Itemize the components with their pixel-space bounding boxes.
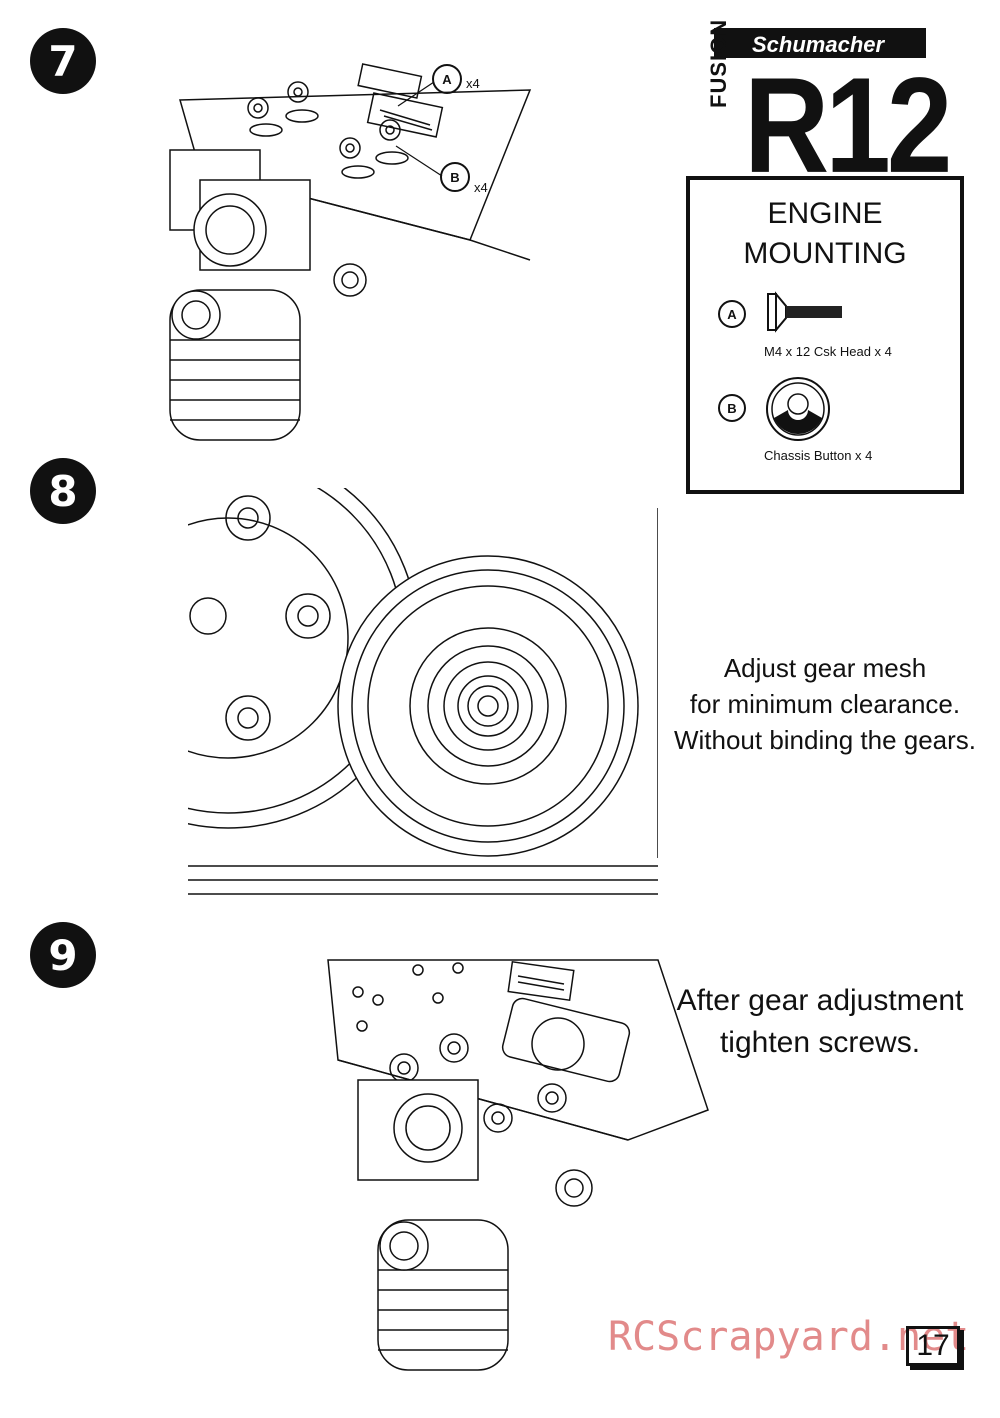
part-a-letter: A (727, 306, 737, 322)
step-7-number: 7 (48, 36, 78, 86)
callout-b-letter: B (450, 169, 460, 185)
step-9-note-line2: tighten screws. (719, 1026, 921, 1059)
step-8-note-line2: for minimum clearance. (689, 689, 961, 719)
panel-title-line1: ENGINE (767, 197, 883, 230)
step-9-illustration (327, 959, 709, 1371)
callout-b-qty: x4 (474, 180, 488, 195)
callout-a-qty: x4 (466, 76, 480, 91)
callout-a-marker: A (432, 64, 462, 94)
step-8-note-line1: Adjust gear mesh (723, 653, 927, 683)
step-8-number: 8 (48, 466, 78, 516)
step-8-illustration (188, 488, 658, 895)
csk-screw-icon (767, 291, 842, 333)
step-9-number: 9 (48, 930, 78, 980)
part-b-marker: B (718, 394, 746, 422)
step-7-badge: 7 (30, 28, 96, 94)
engine-mounting-panel: ENGINE MOUNTING A M4 x 12 Csk Head x 4 B… (686, 176, 964, 494)
callout-leader-lines (395, 81, 443, 177)
part-a-label: M4 x 12 Csk Head x 4 (764, 344, 892, 359)
part-a-marker: A (718, 300, 746, 328)
watermark: RCScrapyard.net (608, 1314, 970, 1360)
step-8-badge: 8 (30, 458, 96, 524)
chassis-button-icon (766, 377, 830, 441)
brand-maker: Schumacher (714, 28, 926, 58)
brand-model: R12 (744, 49, 952, 202)
page-number: 17 (906, 1326, 960, 1366)
step-8-note-line3: Without binding the gears. (673, 725, 977, 755)
part-b-label: Chassis Button x 4 (764, 448, 873, 463)
step-9-note-line1: After gear adjustment (676, 984, 964, 1017)
brand-series: FUSION (706, 18, 731, 108)
part-b-letter: B (727, 400, 737, 416)
step-8-note: Adjust gear mesh for minimum clearance. … (660, 650, 990, 758)
callout-a-letter: A (442, 71, 452, 87)
panel-title-line2: MOUNTING (743, 237, 907, 270)
step-9-badge: 9 (30, 922, 96, 988)
step-9-note: After gear adjustment tighten screws. (650, 980, 990, 1064)
step-7-illustration (169, 63, 532, 441)
callout-b-marker: B (440, 162, 470, 192)
brand-logo: Schumacher FUSION R12 (706, 19, 952, 194)
